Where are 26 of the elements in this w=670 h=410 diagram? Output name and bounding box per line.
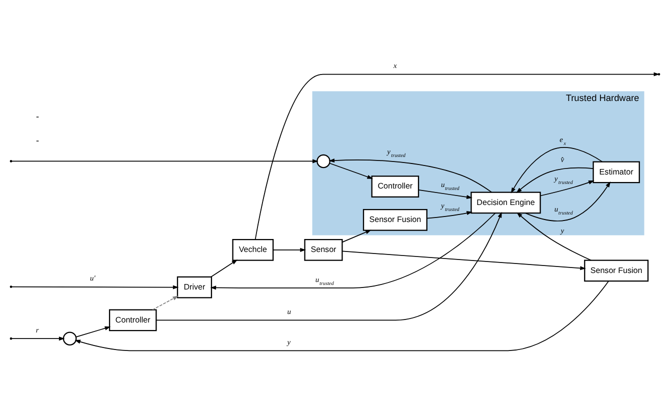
arrow [524,182,611,222]
arrow [329,162,373,179]
arrow [156,212,502,321]
arrow [540,180,594,196]
arrow [210,212,496,290]
arrow [272,248,306,252]
arrow [342,230,372,243]
arrow [76,326,111,338]
node-circle [316,154,330,168]
arrow [426,211,472,219]
arrow [516,212,592,261]
arrow [418,190,472,200]
arrow [11,285,179,290]
arrow [510,147,603,194]
arrow [516,167,594,194]
node-circle [62,332,77,346]
label: - [36,112,40,122]
arrow [342,250,586,270]
arrow [328,158,492,193]
label: - [36,135,40,146]
arrow [152,296,178,310]
arrow [254,72,660,240]
arrow [11,159,318,164]
arrow [11,336,65,341]
arrow [74,280,610,352]
arrow [210,260,238,278]
